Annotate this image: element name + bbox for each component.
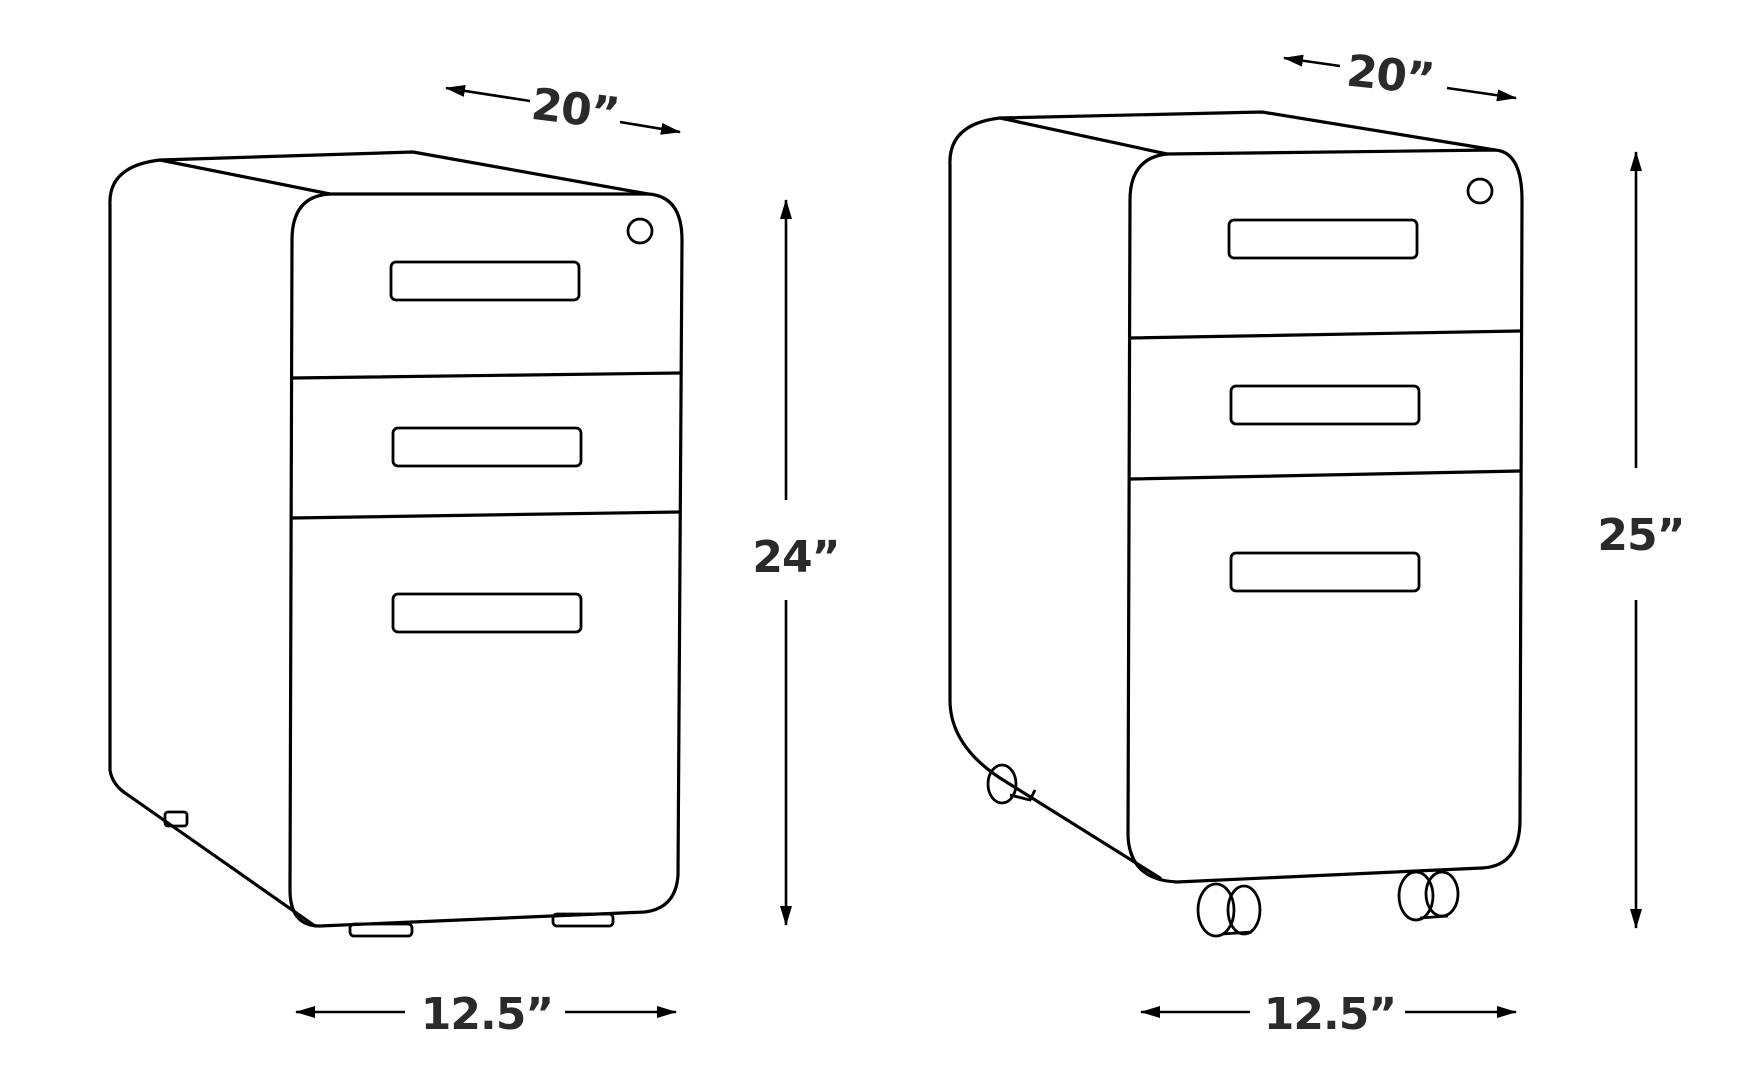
cabinet-right-caster bbox=[1397, 870, 1460, 922]
cabinet-right-caster bbox=[1196, 882, 1262, 938]
cabinet-left-body bbox=[108, 150, 650, 928]
cabinet-left-glide bbox=[551, 912, 615, 928]
cabinet-right-body bbox=[948, 110, 1497, 880]
cabinet-right-caster bbox=[986, 763, 1037, 805]
cabinet-left-height-label: 24” bbox=[752, 532, 839, 583]
cabinet-right-dimensions: 20” 25” 12.5” bbox=[1140, 46, 1686, 1040]
cabinet-left-glide bbox=[348, 922, 414, 938]
cabinet-right-height-label: 25” bbox=[1597, 510, 1684, 561]
cabinet-left-drawer-handle bbox=[391, 426, 583, 468]
cabinet-left bbox=[108, 150, 684, 938]
cabinet-left-width-label: 12.5” bbox=[421, 989, 553, 1040]
cabinet-left-depth-label: 20” bbox=[529, 79, 622, 140]
cabinet-left-drawer-handle bbox=[389, 260, 581, 302]
cabinet-right-drawer-divider bbox=[1128, 469, 1522, 481]
cabinet-right-depth-label: 20” bbox=[1344, 46, 1436, 106]
cabinet-left-lock-icon bbox=[626, 217, 654, 245]
cabinet-right-drawer-handle bbox=[1227, 218, 1419, 260]
depth-arrow bbox=[619, 120, 681, 135]
cabinet-left-front-panel bbox=[288, 192, 684, 928]
cabinet-right-lock-icon bbox=[1466, 177, 1494, 205]
cabinet-right-drawer-divider bbox=[1128, 329, 1522, 340]
cabinet-left-dimensions: 20” 24” 12.5” bbox=[295, 79, 841, 1040]
cabinet-left-drawer-handle bbox=[391, 592, 583, 634]
cabinet-right-width-label: 12.5” bbox=[1264, 989, 1396, 1040]
cabinet-left-drawer-divider bbox=[290, 371, 682, 380]
cabinet-left-drawer-divider bbox=[290, 510, 682, 520]
cabinet-right-drawer-handle bbox=[1229, 384, 1421, 426]
cabinet-right bbox=[948, 110, 1524, 938]
depth-arrow bbox=[1446, 86, 1517, 102]
depth-arrow bbox=[445, 84, 531, 103]
cabinet-right-front-panel bbox=[1126, 148, 1524, 884]
depth-arrow bbox=[1283, 54, 1341, 68]
cabinet-right-drawer-handle bbox=[1229, 551, 1421, 593]
cabinet-left-glide bbox=[163, 810, 189, 828]
